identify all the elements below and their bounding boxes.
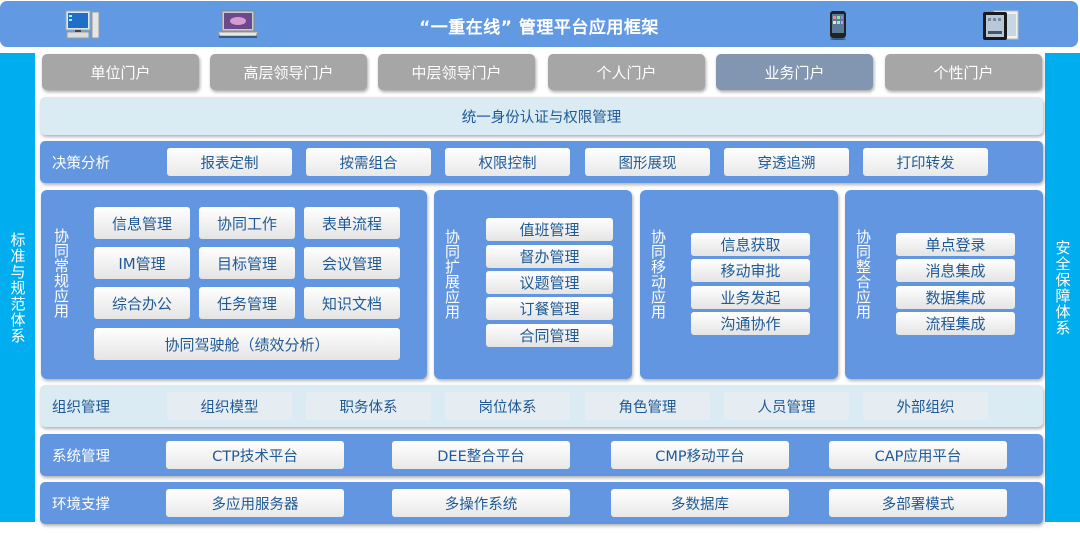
auth-band: 统一身份认证与权限管理 [40,97,1043,135]
portal-label: 中层领导门户 [411,63,502,82]
extension-app-item[interactable]: 订餐管理 [486,297,613,320]
env-item[interactable]: 多应用服务器 [166,489,344,517]
page-title: “一重在线” 管理平台应用框架 [419,18,659,38]
title-banner: “一重在线” 管理平台应用框架 [0,1,1078,47]
regular-app-item[interactable]: 信息管理 [94,207,190,239]
system-band: 系统管理 CTP技术平台 DEE整合平台 CMP移动平台 CAP应用平台 [40,434,1043,476]
portal-label: 高层领导门户 [243,63,334,82]
env-band: 环境支撑 多应用服务器 多操作系统 多数据库 多部署模式 [40,482,1043,524]
decision-item[interactable]: 按需组合 [306,148,431,176]
regular-app-item[interactable]: 知识文档 [304,287,400,319]
org-item[interactable]: 人员管理 [724,392,849,420]
system-item[interactable]: DEE整合平台 [392,441,570,469]
regular-app-item[interactable]: 协同工作 [199,207,295,239]
auth-label: 统一身份认证与权限管理 [461,109,622,126]
portal-label: 个性门户 [933,63,994,82]
mobile-app-item[interactable]: 业务发起 [691,286,810,309]
decision-label: 决策分析 [52,155,110,172]
portal-label: 个人门户 [596,63,657,82]
decision-item[interactable]: 图形展现 [585,148,710,176]
standards-pillar-label: 标准与规范体系 [8,231,27,344]
mobile-app-item[interactable]: 信息获取 [691,233,810,256]
decision-item[interactable]: 打印转发 [863,148,988,176]
org-item[interactable]: 职务体系 [306,392,431,420]
regular-apps-panel: 协同常规应用 信息管理 协同工作 表单流程 IM管理 目标管理 会议管理 综合办… [41,190,427,379]
integration-apps-label: 协同整合应用 [854,229,872,319]
security-pillar: 安全保障体系 [1045,53,1080,522]
decision-band: 决策分析 报表定制 按需组合 权限控制 图形展现 穿透追溯 打印转发 [40,141,1043,183]
portal-personal[interactable]: 个人门户 [548,54,705,90]
mobile-app-item[interactable]: 移动审批 [691,259,810,282]
regular-app-item[interactable]: 会议管理 [304,247,400,279]
mobile-app-item[interactable]: 沟通协作 [691,312,810,335]
integration-app-item[interactable]: 单点登录 [896,233,1015,256]
extension-app-item[interactable]: 合同管理 [486,324,613,347]
portal-unit[interactable]: 单位门户 [42,54,199,90]
laptop-icon [216,9,260,43]
regular-apps-label: 协同常规应用 [52,228,70,318]
decision-item[interactable]: 报表定制 [167,148,292,176]
org-item[interactable]: 外部组织 [863,392,988,420]
org-item[interactable]: 岗位体系 [445,392,570,420]
env-item[interactable]: 多操作系统 [392,489,570,517]
decision-item[interactable]: 穿透追溯 [724,148,849,176]
env-label: 环境支撑 [52,496,110,513]
org-item[interactable]: 组织模型 [167,392,292,420]
env-item[interactable]: 多数据库 [611,489,789,517]
standards-pillar: 标准与规范体系 [0,53,35,522]
cockpit-item[interactable]: 协同驾驶舱（绩效分析） [94,328,400,360]
mobile-apps-label: 协同移动应用 [649,229,667,319]
integration-app-item[interactable]: 消息集成 [896,259,1015,282]
system-item[interactable]: CAP应用平台 [829,441,1007,469]
integration-apps-panel: 协同整合应用 单点登录 消息集成 数据集成 流程集成 [845,190,1043,379]
extension-app-item[interactable]: 值班管理 [486,218,613,241]
regular-app-item[interactable]: 任务管理 [199,287,295,319]
system-label: 系统管理 [52,448,110,465]
regular-app-item[interactable]: 表单流程 [304,207,400,239]
org-band: 组织管理 组织模型 职务体系 岗位体系 角色管理 人员管理 外部组织 [40,385,1043,427]
integration-app-item[interactable]: 流程集成 [896,312,1015,335]
env-item[interactable]: 多部署模式 [829,489,1007,517]
org-label: 组织管理 [52,399,110,416]
smartphone-icon [826,10,850,44]
extension-app-item[interactable]: 议题管理 [486,271,613,294]
regular-app-item[interactable]: 综合办公 [94,287,190,319]
portal-middle-leader[interactable]: 中层领导门户 [378,54,535,90]
regular-app-item[interactable]: 目标管理 [199,247,295,279]
org-item[interactable]: 角色管理 [585,392,710,420]
integration-app-item[interactable]: 数据集成 [896,286,1015,309]
portal-label: 业务门户 [764,63,825,82]
tablet-icon [982,9,1020,45]
extension-apps-label: 协同扩展应用 [443,229,461,319]
portal-label: 单位门户 [90,63,151,82]
security-pillar-label: 安全保障体系 [1053,239,1072,336]
mobile-apps-panel: 协同移动应用 信息获取 移动审批 业务发起 沟通协作 [640,190,838,379]
system-item[interactable]: CTP技术平台 [166,441,344,469]
desktop-computer-icon [65,10,101,44]
extension-app-item[interactable]: 督办管理 [486,245,613,268]
decision-item[interactable]: 权限控制 [445,148,570,176]
regular-app-item[interactable]: IM管理 [94,247,190,279]
system-item[interactable]: CMP移动平台 [611,441,789,469]
portal-business[interactable]: 业务门户 [716,54,873,90]
portal-senior-leader[interactable]: 高层领导门户 [210,54,367,90]
extension-apps-panel: 协同扩展应用 值班管理 督办管理 议题管理 订餐管理 合同管理 [434,190,632,379]
portal-custom[interactable]: 个性门户 [885,54,1042,90]
